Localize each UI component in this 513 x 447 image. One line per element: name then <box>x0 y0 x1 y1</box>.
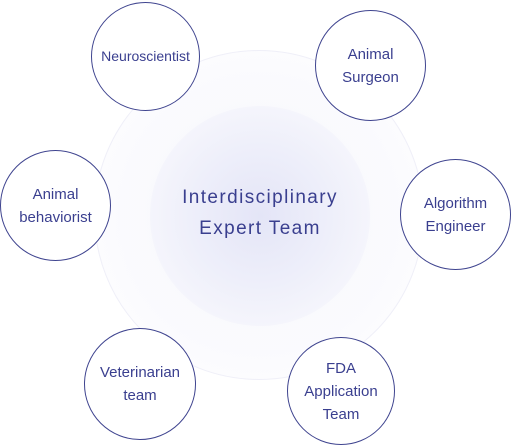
center-title-line2: Expert Team <box>199 218 321 239</box>
center-title-line1: Interdisciplinary <box>182 187 338 208</box>
node-label: Veterinarian team <box>99 364 181 404</box>
node-label: Algorithm Engineer <box>423 194 488 235</box>
node-fda-application-team: FDA Application Team <box>287 337 395 445</box>
node-neuroscientist: Neuroscientist <box>91 2 200 111</box>
node-label: Neuroscientist <box>101 48 190 64</box>
node-algorithm-engineer: Algorithm Engineer <box>400 159 511 270</box>
node-veterinarian-team: Veterinarian team <box>84 328 196 440</box>
node-label: Animal behaviorist <box>19 185 92 226</box>
node-label: FDA Application Team <box>304 359 378 423</box>
inner-halo-circle <box>150 106 370 326</box>
node-label: Animal Surgeon <box>342 45 399 86</box>
node-animal-surgeon: Animal Surgeon <box>315 10 426 121</box>
center-title: Interdisciplinary Expert Team <box>150 182 370 244</box>
node-animal-behaviorist: Animal behaviorist <box>0 150 111 261</box>
